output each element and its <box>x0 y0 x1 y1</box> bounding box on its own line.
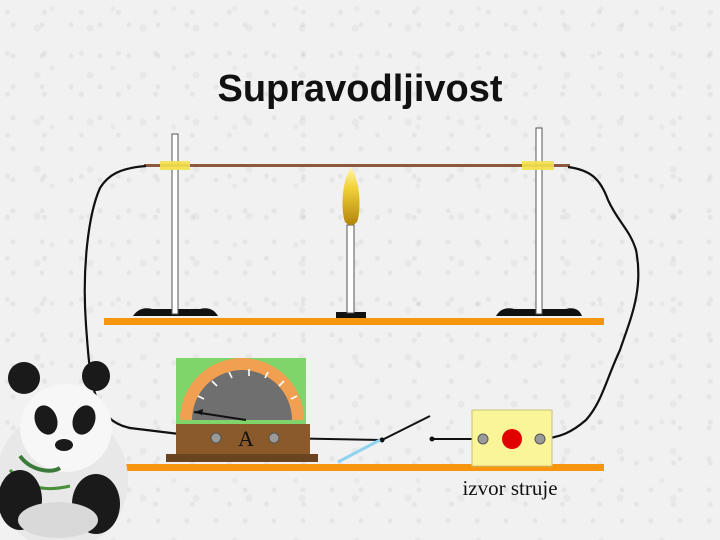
switch-arm <box>381 415 431 441</box>
page-title: Supravodljivost <box>217 68 503 110</box>
upper-shelf <box>104 318 604 325</box>
power-button <box>502 429 522 449</box>
wire-right <box>539 165 640 441</box>
flame-icon <box>342 167 360 225</box>
power-source <box>471 409 553 467</box>
ammeter-terminal-left <box>210 432 222 444</box>
ammeter-terminal-right <box>268 432 280 444</box>
power-source-terminal-right <box>534 433 546 445</box>
lower-shelf <box>104 464 604 471</box>
switch <box>337 415 435 464</box>
ammeter-base <box>166 454 318 462</box>
power-source-label: izvor struje <box>462 476 558 500</box>
right-stand <box>496 127 582 316</box>
ammeter-body <box>176 424 310 454</box>
power-source-terminal-left <box>477 433 489 445</box>
left-stand <box>133 133 218 316</box>
left-clamp <box>160 161 190 170</box>
ammeter-dial <box>192 370 292 420</box>
ammeter-needle <box>193 411 247 421</box>
sample-rod <box>144 164 570 167</box>
ammeter-ticks <box>197 369 298 400</box>
ammeter <box>166 358 318 462</box>
burner-stand <box>336 224 366 318</box>
switch-blade <box>337 438 381 464</box>
ammeter-label: A <box>238 426 254 451</box>
panda-illustration <box>0 361 128 540</box>
right-clamp <box>522 161 554 170</box>
